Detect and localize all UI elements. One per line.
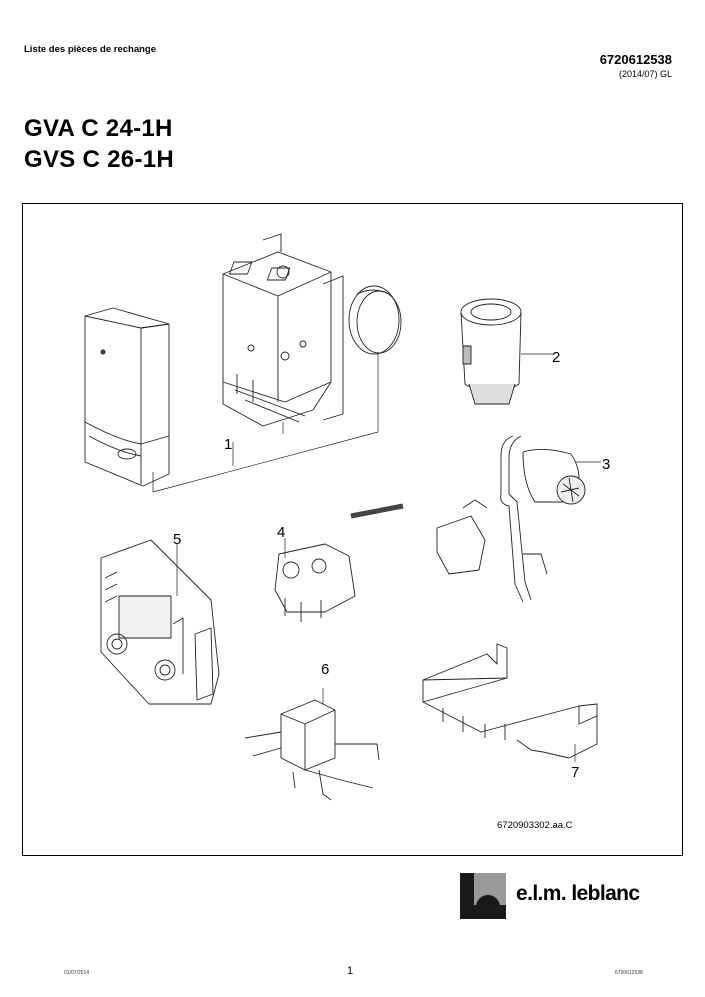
- hydraulic-block: [274, 503, 404, 622]
- expansion-vessel: [348, 285, 402, 355]
- front-casing: [84, 307, 170, 487]
- callout-1: 1: [224, 436, 232, 453]
- brand-logo: e.l.m. leblanc: [460, 873, 665, 919]
- tank-assembly: [244, 688, 380, 801]
- callout-5: 5: [173, 531, 181, 548]
- boiler-frame: [222, 233, 344, 427]
- callout-4: 4: [277, 524, 285, 541]
- footer-date: 01/07/2014: [64, 970, 90, 976]
- bottom-bracket: [422, 643, 598, 762]
- control-unit: [100, 539, 220, 705]
- doc-number: 6720612538: [599, 52, 672, 67]
- exploded-view-frame: 1 2 3 4 5 6 7: [22, 203, 683, 856]
- page-number: 1: [347, 965, 354, 977]
- exploded-view-drawing: 1 2 3 4 5 6 7: [84, 233, 610, 801]
- model-title-1: GVA C 24-1H: [24, 115, 173, 142]
- callout-1-leaders: [152, 354, 379, 493]
- brand-logo-mark: [460, 873, 506, 919]
- fan-gas-valve-assembly: [436, 435, 601, 603]
- footer-reference: 6720612538: [615, 970, 643, 976]
- figure-reference: 6720903302.aa.C: [497, 820, 573, 831]
- callout-6: 6: [321, 661, 329, 678]
- doc-edition: (2014/07) GL: [618, 69, 672, 79]
- callout-7: 7: [571, 764, 579, 781]
- brand-logo-text: e.l.m. leblanc: [516, 882, 640, 905]
- callout-2: 2: [552, 349, 560, 366]
- doc-label: Liste des pièces de rechange: [24, 44, 157, 55]
- model-title-2: GVS C 26-1H: [24, 146, 175, 173]
- callout-3: 3: [602, 456, 610, 473]
- heat-exchanger: [460, 298, 553, 405]
